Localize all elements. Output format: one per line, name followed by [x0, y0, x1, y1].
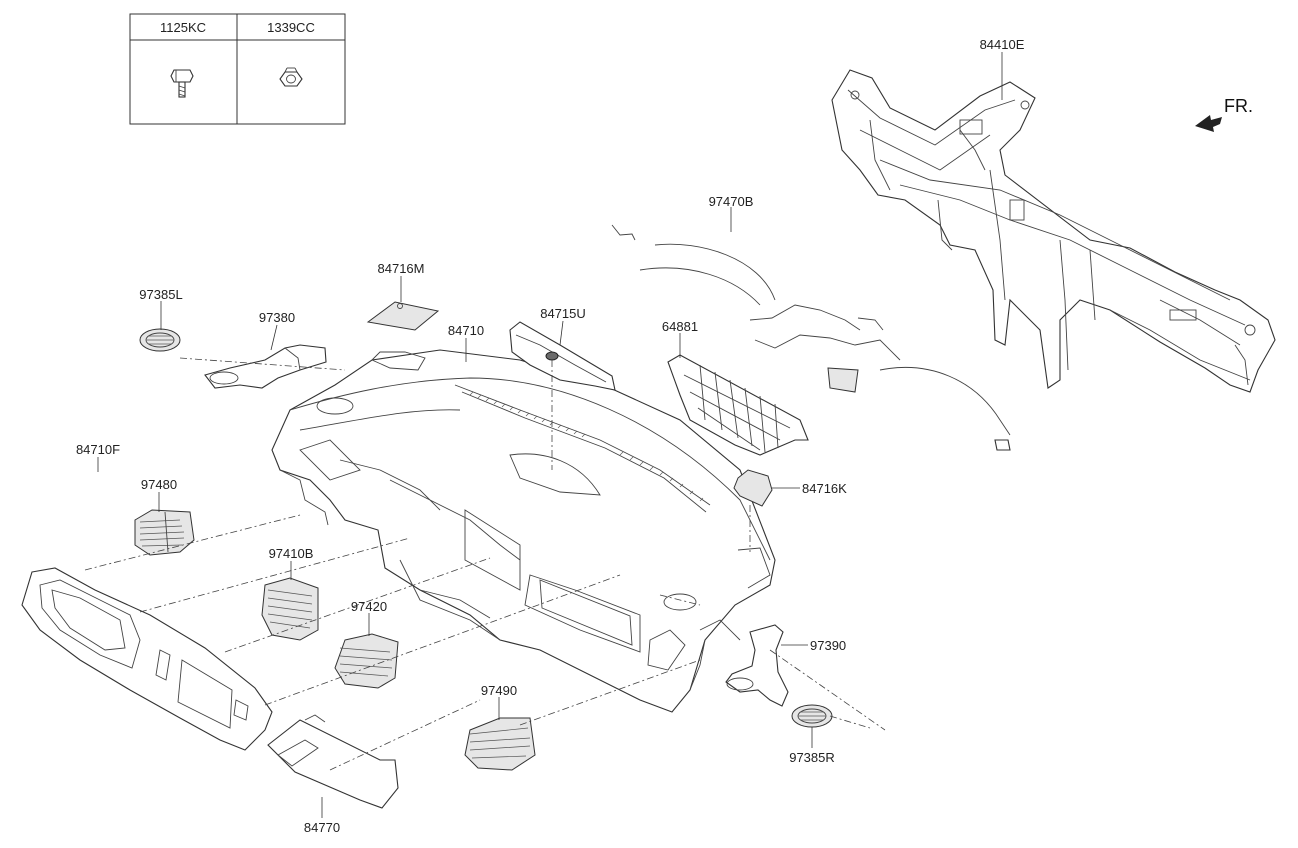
air-vent-97420	[334, 633, 399, 689]
air-vent-97410b	[261, 577, 319, 641]
leader-lines	[97, 52, 1003, 818]
label-97385l: 97385L	[139, 287, 182, 302]
label-84716m: 84716M	[378, 261, 425, 276]
label-84410e: 84410E	[980, 37, 1025, 52]
label-84716k: 84716K	[802, 481, 847, 496]
label-97420: 97420	[351, 599, 387, 614]
duct-97380	[204, 344, 327, 389]
panel-64881	[667, 354, 809, 456]
table-header-1125kc: 1125KC	[160, 20, 206, 35]
air-vent-97490	[464, 717, 536, 771]
table-header-1339cc: 1339CC	[267, 20, 315, 35]
cowl-cross-bar-84410e	[831, 69, 1276, 393]
front-label: FR.	[1224, 96, 1253, 116]
label-64881: 64881	[662, 319, 698, 334]
vent-grille-97385r	[791, 704, 833, 728]
bolt-icon	[170, 69, 194, 98]
label-97385r: 97385R	[789, 750, 835, 765]
wiring-97470b	[611, 224, 1011, 451]
vent-grille-97385l	[139, 328, 181, 352]
front-arrow-icon	[1195, 115, 1222, 132]
label-97490: 97490	[481, 683, 517, 698]
label-97410b: 97410B	[269, 546, 314, 561]
cover-84716k	[733, 469, 773, 507]
crash-pad-84710	[271, 349, 776, 713]
nut-icon	[279, 67, 303, 87]
label-84710: 84710	[448, 323, 484, 338]
air-vent-97480	[134, 509, 195, 556]
glove-box-84770	[267, 714, 399, 809]
cover-84716m	[366, 301, 440, 331]
cover-84715u	[509, 321, 616, 391]
label-97390: 97390	[810, 638, 846, 653]
label-97470b: 97470B	[709, 194, 754, 209]
part-labels: 84410E 97470B 84716M 97385L 97380 84710 …	[76, 37, 1025, 835]
assembly-lines	[84, 357, 886, 771]
front-direction-indicator: FR.	[1195, 96, 1253, 132]
label-84770: 84770	[304, 820, 340, 835]
label-97480: 97480	[141, 477, 177, 492]
duct-97390	[725, 624, 789, 707]
fastener-table: 1125KC 1339CC	[129, 13, 346, 125]
cluster-fascia-84710f	[21, 567, 273, 751]
label-84715u: 84715U	[540, 306, 586, 321]
label-84710f: 84710F	[76, 442, 120, 457]
label-97380: 97380	[259, 310, 295, 325]
